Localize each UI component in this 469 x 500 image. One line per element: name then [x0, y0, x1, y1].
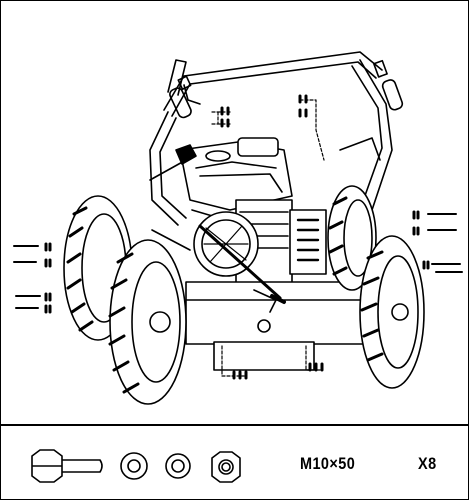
hex-nut-icon [211, 451, 241, 483]
grip-left [169, 75, 192, 119]
spring-washer-icon [165, 453, 191, 479]
connecting-rods [151, 224, 286, 304]
wheel-right-front [359, 235, 425, 389]
parts-divider [0, 424, 469, 426]
bolt-quantity-label: X8 [418, 454, 437, 473]
hex-bolt-icon [31, 449, 103, 483]
bolt-size-label: M10×50 [300, 454, 356, 473]
hardware-parts-row [31, 449, 241, 483]
loose-bolts-left [13, 242, 52, 314]
grip-right [373, 59, 404, 111]
flat-washer-icon [120, 452, 148, 480]
engine [175, 137, 327, 289]
wheel-left-front [108, 239, 187, 405]
loose-bolts-right [412, 210, 463, 273]
loose-nuts [220, 94, 324, 380]
flywheel-cover [193, 211, 259, 277]
tiller-assembly-illustration [13, 51, 463, 405]
wheel-right-rear [327, 185, 377, 291]
gearbox-housing [185, 281, 367, 371]
